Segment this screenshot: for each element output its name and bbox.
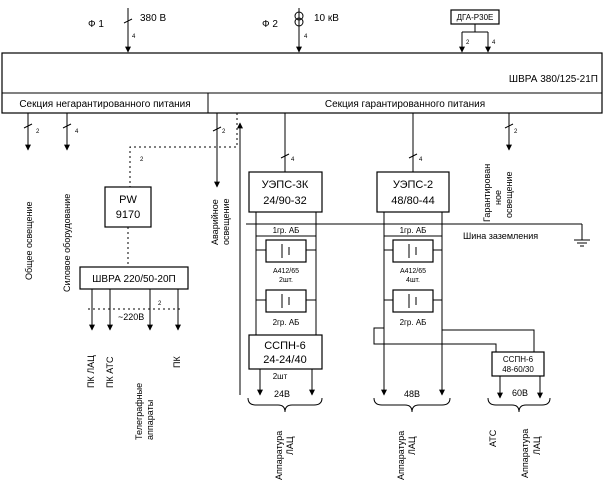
input-f1-tick: [123, 18, 133, 24]
power-equipment-tick: [62, 123, 72, 129]
ueps1-battery-qty: 2шт.: [279, 277, 293, 284]
sspn2-load-lac-2: ЛАЦ: [532, 436, 542, 455]
sspn2-load-ats: АТС: [488, 429, 498, 447]
ueps1-tick: [280, 153, 290, 159]
ueps2-battery: A412/65: [400, 268, 426, 275]
main-panel: [1, 52, 603, 114]
sspn2-box: [491, 351, 545, 377]
sspn1-qty: 2шт: [273, 372, 288, 381]
input-f2-voltage: 10 кВ: [314, 13, 339, 24]
generator-label: ДГА-Р30Е: [457, 13, 494, 22]
ueps1-count: 4: [291, 157, 295, 163]
telegraph-label-2: аппараты: [145, 400, 155, 440]
ueps2-tick: [408, 153, 418, 159]
battery-icon-2: [265, 289, 307, 313]
transformer-icon-2: [294, 17, 304, 27]
sspn1-load-2: ЛАЦ: [285, 436, 295, 455]
sspn2-line2: 48-60/30: [502, 365, 534, 374]
ueps1-group1: 1гр. АБ: [273, 226, 300, 235]
emergency-lighting-tick: [212, 126, 222, 132]
general-lighting-label: Общее освещение: [24, 202, 34, 280]
input-f1-label: Ф 1: [88, 19, 104, 30]
guaranteed-lighting-label-1: Гарантирован: [482, 164, 492, 222]
sspn1-line2: 24-24/40: [263, 354, 306, 366]
ueps1-line2: 24/90-32: [263, 195, 306, 207]
ueps1-group2: 2гр. АБ: [273, 318, 300, 327]
transformer-icon: [294, 11, 304, 21]
ueps2-line1: УЭПС-2: [393, 179, 433, 191]
power-equipment-label: Силовое оборудование: [62, 194, 72, 292]
pk-label: ПК: [172, 356, 182, 368]
sspn2-voltage: 60В: [512, 388, 528, 398]
pw-feed-line: [129, 113, 238, 187]
battery-icon-4: [392, 289, 434, 313]
emergency-lighting-label-2: освещение: [221, 198, 231, 245]
pk-ats-label: ПК АТС: [105, 356, 115, 388]
generator-count-b: 4: [492, 40, 496, 46]
pw-line1: PW: [119, 194, 137, 206]
ueps2-brace: [373, 397, 451, 413]
ueps1-box: [248, 171, 323, 213]
ueps2-group1: 1гр. АБ: [400, 226, 427, 235]
pw-line2: 9170: [116, 209, 140, 221]
ueps2-battery-qty: 4шт.: [406, 277, 420, 284]
general-lighting-tick: [23, 123, 33, 129]
ueps2-load-1: Аппаратура: [396, 431, 406, 480]
guaranteed-lighting-label-3: освещение: [504, 171, 514, 218]
sspn2-load-lac-1: Аппаратура: [520, 429, 530, 478]
main-panel-title: ШВРА 380/125-21П: [509, 74, 598, 85]
sspn1-brace: [247, 397, 323, 413]
general-lighting-count: 2: [36, 129, 40, 135]
battery-icon-3: [392, 239, 434, 263]
emergency-lighting-count: 2: [222, 129, 226, 135]
battery-icon: [265, 239, 307, 263]
telegraph-label-1: Телеграфные: [134, 383, 144, 440]
shvra220-count: 2: [158, 301, 162, 307]
generator-count-a: 2: [466, 40, 470, 46]
ueps2-load-2: ЛАЦ: [407, 436, 417, 455]
ueps2-group2: 2гр. АБ: [400, 318, 427, 327]
sspn1-voltage: 24В: [274, 389, 290, 399]
ueps2-voltage: 48В: [404, 389, 420, 399]
guaranteed-lighting-label-2: ное: [493, 190, 503, 205]
shvra220-box: [79, 266, 189, 290]
power-equipment-count: 4: [75, 129, 79, 135]
section-guaranteed: Секция гарантированного питания: [325, 99, 485, 110]
input-f1-voltage: 380 В: [140, 13, 166, 24]
sspn2-feed-b: [442, 329, 535, 352]
ueps2-count: 4: [419, 157, 423, 163]
shvra220-label: ШВРА 220/50-20П: [92, 274, 176, 285]
sspn2-feed-a: [373, 327, 497, 352]
sspn1-load-1: Аппаратура: [274, 431, 284, 480]
sspn1-line1: ССПН-6: [264, 340, 306, 352]
ueps1-battery: A412/65: [273, 268, 299, 275]
guaranteed-lighting-tick: [504, 123, 514, 129]
pw-feed-count: 2: [140, 157, 144, 163]
pw-box: [104, 186, 152, 228]
sspn2-brace: [487, 397, 551, 413]
sspn1-box: [248, 334, 323, 370]
ueps2-line2: 48/80-44: [391, 195, 434, 207]
input-f2-label: Ф 2: [262, 19, 278, 30]
ueps2-box: [376, 171, 450, 213]
guaranteed-lighting-count: 2: [514, 129, 518, 135]
ueps1-line1: УЭПС-3К: [262, 179, 309, 191]
ground-bus-label: Шина заземления: [463, 231, 538, 241]
section-non-guaranteed: Секция негарантированного питания: [19, 99, 190, 110]
input-f1-count: 4: [132, 34, 136, 40]
input-f2-count: 4: [304, 34, 308, 40]
emergency-lighting-label-1: Аварийное: [210, 199, 220, 245]
pk-lac-label: ПК ЛАЦ: [86, 355, 96, 388]
shvra220-voltage: ~220В: [118, 312, 144, 322]
sspn2-line1: ССПН-6: [503, 355, 534, 364]
